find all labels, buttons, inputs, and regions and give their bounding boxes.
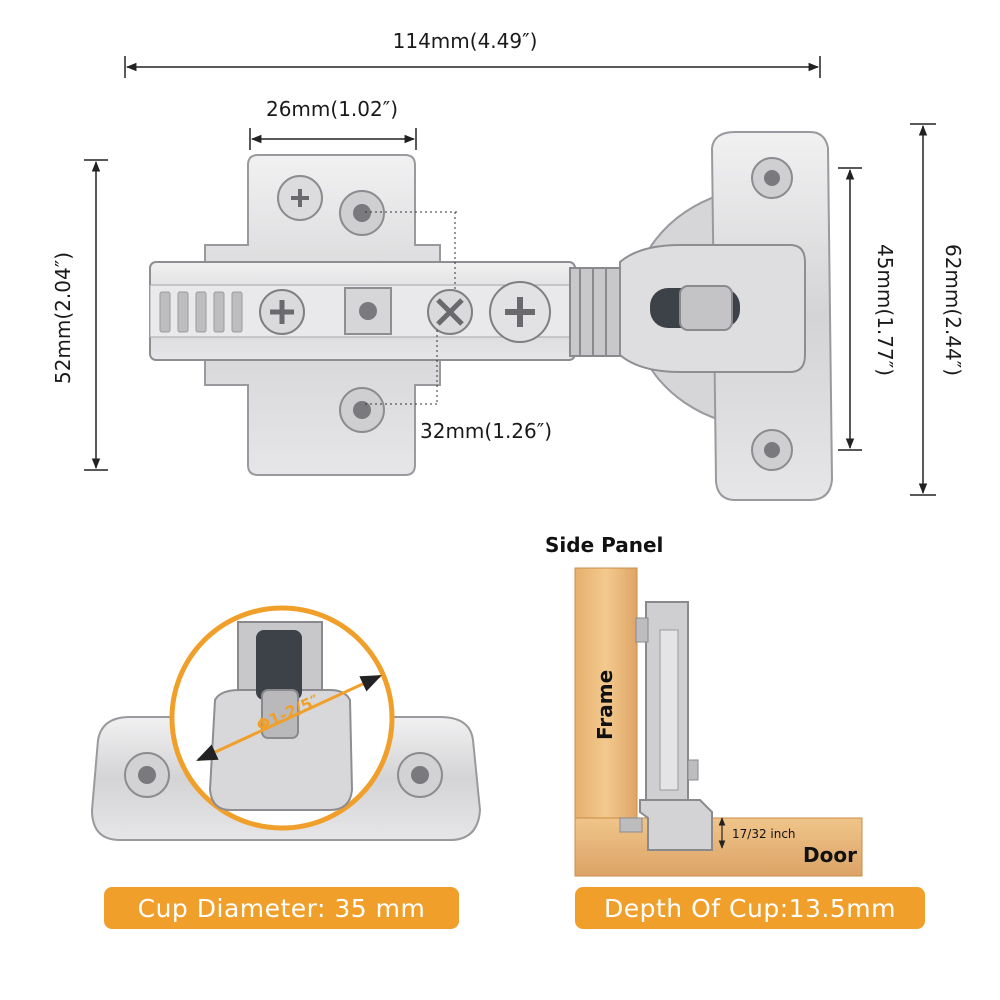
frame-label: Frame	[593, 670, 617, 740]
cup-plate-height-label: 62mm(2.44″)	[941, 244, 965, 376]
dimension-overall-width: 114mm(4.49″)	[124, 29, 821, 78]
cup-holes-label: 45mm(1.77″)	[873, 244, 897, 376]
dimension-cup-plate-height: 62mm(2.44″)	[910, 123, 965, 496]
cup-plate-hole-left	[124, 752, 170, 798]
dimension-cup-holes: 45mm(1.77″)	[838, 167, 897, 451]
cup-diameter-badge: Cup Diameter: 35 mm	[104, 887, 459, 929]
cup-detail-view: Φ1-2/5″	[90, 605, 482, 841]
door-label: Door	[803, 843, 857, 867]
hinge-top-view	[149, 131, 834, 501]
overall-width-label: 114mm(4.49″)	[393, 29, 538, 53]
plate-screw-top	[339, 190, 385, 236]
dimension-hole-spacing: 32mm(1.26″)	[365, 211, 552, 443]
cup-plate-hole-top	[751, 157, 793, 199]
plate-width-label: 26mm(1.02″)	[266, 97, 398, 121]
dimension-plate-height: 52mm(2.04″)	[51, 159, 108, 471]
cup-plate-hole-bottom	[751, 429, 793, 471]
depth-mark-label: 17/32 inch	[732, 827, 796, 841]
cam-screw	[277, 175, 323, 221]
side-panel-title: Side Panel	[545, 533, 663, 557]
install-diagram: Side Panel Frame Door 17/32 inch	[545, 533, 863, 877]
hole-spacing-label: 32mm(1.26″)	[420, 419, 552, 443]
dimension-plate-width: 26mm(1.02″)	[249, 97, 417, 150]
arm-screw-left	[259, 289, 305, 335]
arm-screw-middle	[427, 289, 473, 335]
cup-depth-badge: Depth Of Cup:13.5mm	[575, 887, 925, 929]
plate-screw-bottom	[339, 387, 385, 433]
plate-height-label: 52mm(2.04″)	[51, 252, 75, 384]
arm-screw-right	[489, 281, 551, 343]
cup-plate-hole-right	[397, 752, 443, 798]
